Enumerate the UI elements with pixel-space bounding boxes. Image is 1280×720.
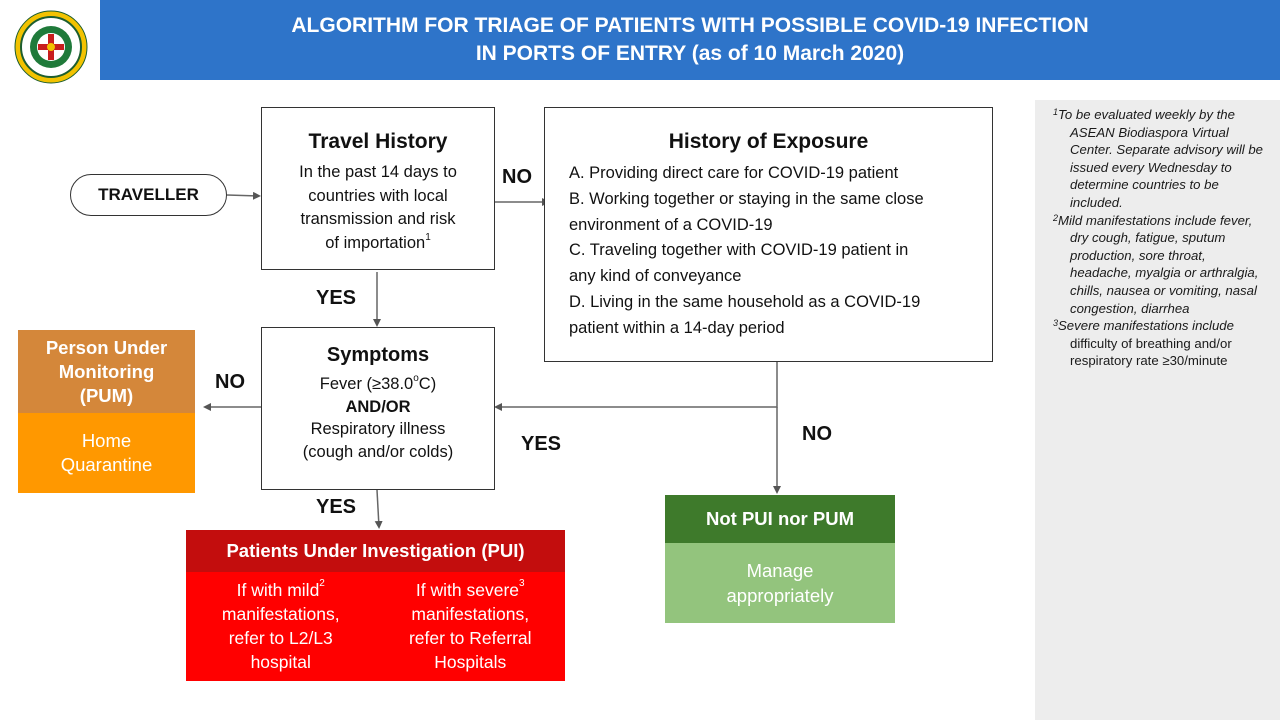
edge-label-exposure-no: NO [802,423,832,445]
edge-label-travel-yes: YES [316,287,357,309]
symptoms-title: Symptoms [326,344,430,366]
footnote-2: 2Mild manifestations include fever, dry … [1053,212,1259,316]
edge-label-travel-no: NO [502,166,532,188]
footnotes-panel: 1To be evaluated weekly by the ASEAN Bio… [1035,100,1280,720]
footnote-ref-3: 3 [519,578,525,589]
exposure-item: A. Providing direct care for COVID-19 pa… [569,164,899,182]
arrow-traveller-to-travel [226,191,261,200]
arrow-symptoms-to-pui [374,489,383,529]
exposure-item: D. Living in the same household as a COV… [569,292,921,311]
traveller-node: TRAVELLER [70,174,227,216]
exposure-item: patient within a 14-day period [569,318,785,337]
exposure-item: environment of a COVID-19 [569,215,773,234]
doh-seal-logo [14,10,88,84]
title-line-1: ALGORITHM FOR TRIAGE OF PATIENTS WITH PO… [291,14,1089,37]
travel-history-title: Travel History [308,130,448,153]
edge-label-exposure-yes: YES [521,433,562,455]
pum-title: Person Under Monitoring (PUM) [18,330,195,413]
not-pui-title: Not PUI nor PUM [665,495,895,543]
title-line-2: IN PORTS OF ENTRY (as of 10 March 2020) [475,42,905,65]
pui-severe-column: If with severe3 manifestations, refer to… [408,578,532,672]
footnote-3: 3Severe manifestations include difficult… [1053,318,1234,369]
symptoms-box: Symptoms Fever (≥38.0oC) AND/OR Respirat… [261,327,495,490]
exposure-item: any kind of conveyance [569,267,742,286]
history-of-exposure-box: History of Exposure A. Providing direct … [544,107,993,362]
exposure-item: B. Working together or staying in the sa… [569,189,924,208]
arrow-exposure-to-symptoms [494,362,778,411]
footnote-1: 1To be evaluated weekly by the ASEAN Bio… [1053,107,1264,210]
edge-label-symptoms-yes: YES [316,496,357,518]
pum-action: Home Quarantine [18,413,195,493]
pui-title: Patients Under Investigation (PUI) [186,530,565,572]
not-pui-action: Manage appropriately [665,543,895,623]
footnote-ref-1: 1 [425,231,431,243]
page-title: ALGORITHM FOR TRIAGE OF PATIENTS WITH PO… [100,0,1280,80]
travel-history-box: Travel History In the past 14 days to co… [261,107,495,270]
pui-mild-column: If with mild2 manifestations, refer to L… [221,578,340,672]
exposure-title: History of Exposure [668,130,869,153]
exposure-item: C. Traveling together with COVID-19 pati… [569,241,909,260]
pum-box: Person Under Monitoring (PUM) Home Quara… [18,330,195,493]
edge-label-symptoms-no: NO [215,371,245,393]
pui-box: Patients Under Investigation (PUI) If wi… [186,530,565,681]
not-pui-box: Not PUI nor PUM Manage appropriately [665,495,895,623]
footnote-ref-2: 2 [319,578,325,589]
